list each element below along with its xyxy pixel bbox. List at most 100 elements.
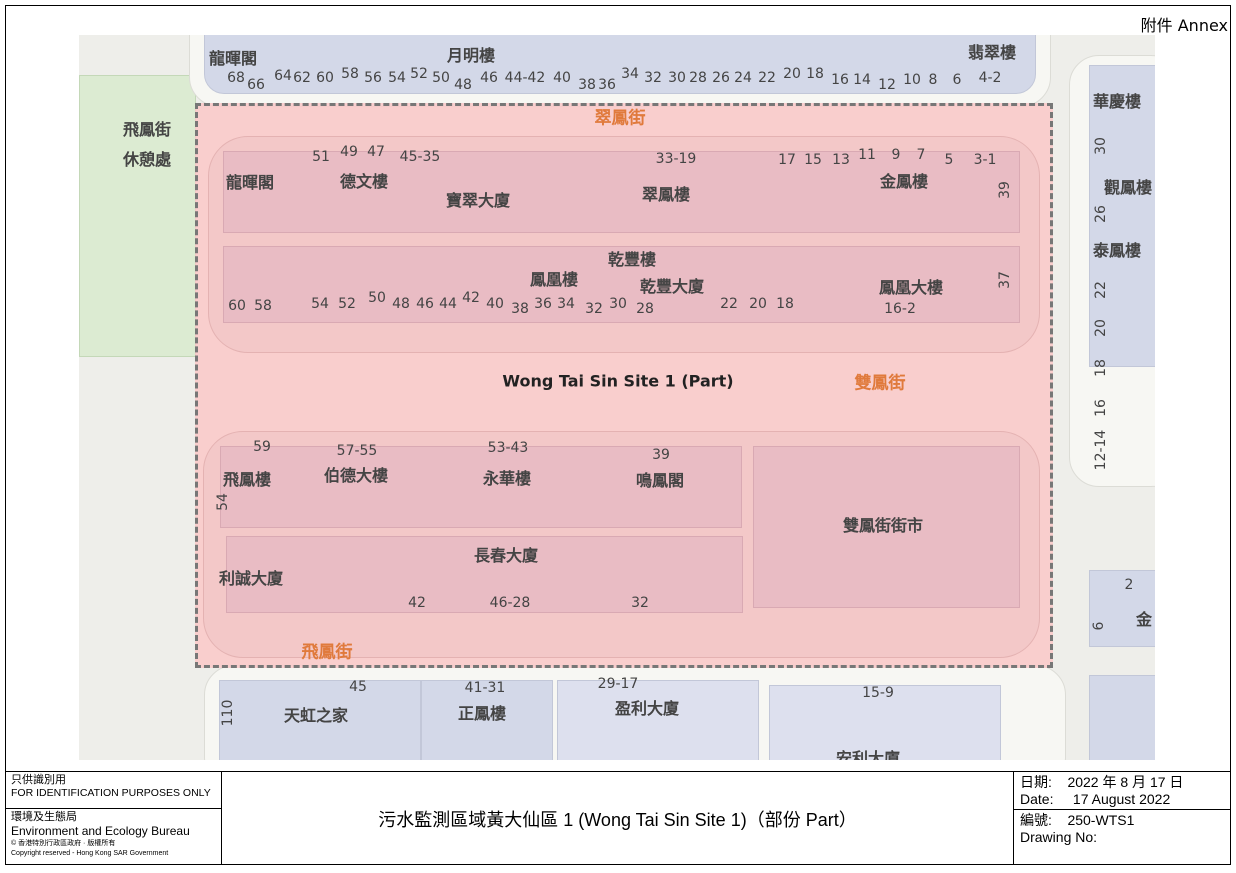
address-number-label: 54 [311,296,329,312]
address-number-label: 42 [408,595,426,611]
address-number-label: 44 [439,296,457,312]
address-number-label: 20 [749,296,767,312]
top-row-buildings [204,35,1036,94]
address-number-label: 41-31 [464,680,506,696]
address-number-label: 39 [652,447,670,463]
address-number-label: 32 [644,70,662,86]
address-number-label: 30 [1093,137,1109,155]
address-number-label: 46 [480,70,498,86]
drawing-no: 250-WTS1 [1067,812,1135,828]
street-label: 飛鳳街 [301,642,353,663]
copyright-en: Copyright reserved - Hong Kong SAR Gover… [11,850,169,857]
address-number-label: 64 [274,68,292,84]
address-number-label: 56 [364,70,382,86]
address-number-label: 52 [410,66,428,82]
address-number-label: 4-2 [978,70,1002,86]
address-number-label: 34 [621,66,639,82]
building-name-label: 翠鳳樓 [641,185,691,204]
building-name-label: 伯德大樓 [323,466,389,485]
building-name-label: 金鳳樓 [879,172,929,191]
address-number-label: 18 [776,296,794,312]
address-number-label: 6 [1091,621,1107,631]
address-number-label: 50 [368,290,386,306]
id-en: FOR IDENTIFICATION PURPOSES ONLY [11,787,211,799]
address-number-label: 58 [341,66,359,82]
address-number-label: 3-1 [973,152,997,168]
address-number-label: 16 [1093,399,1109,417]
address-number-label: 15 [804,152,822,168]
building-name-label: 德文樓 [339,172,389,191]
building-name-label: 長春大廈 [473,546,539,565]
address-number-label: 12-14 [1093,429,1109,471]
address-number-label: 8 [928,72,938,88]
market-building [753,446,1020,608]
address-number-label: 50 [432,70,450,86]
address-number-label: 51 [312,149,330,165]
bottom-buildings [421,680,553,760]
date-cell: 日期: 2022 年 8 月 17 日 Date: 17 August 2022 [1014,772,1230,810]
title-block: 只供識別用 FOR IDENTIFICATION PURPOSES ONLY 環… [5,771,1230,865]
address-number-label: 54 [388,70,406,86]
address-number-label: 53-43 [487,440,529,456]
address-number-label: 16-2 [884,301,916,317]
address-number-label: 30 [668,70,686,86]
address-number-label: 60 [316,70,334,86]
address-number-label: 39 [997,181,1013,199]
street-label: 翠鳳街 [594,108,646,129]
address-number-label: 30 [609,296,627,312]
address-number-label: 32 [585,301,603,317]
park-area [79,75,196,357]
address-number-label: 9 [891,147,901,163]
building-name-label: 盈利大廈 [614,699,680,718]
address-number-label: 44-42 [504,70,546,86]
bureau-en: Environment and Ecology Bureau [11,824,190,838]
address-number-label: 22 [758,70,776,86]
bureau-cell: 環境及生態局 Environment and Ecology Bureau © … [5,809,222,865]
address-number-label: 11 [858,147,876,163]
building-name-label: 利誠大廈 [218,569,284,588]
address-number-label: 45-35 [399,149,441,165]
copyright-cn: © 香港特別行政區政府 · 版權所有 [11,840,116,847]
date-cn: 2022 年 8 月 17 日 [1067,774,1184,790]
building-name-label: 金 [1135,610,1153,629]
identification-cell: 只供識別用 FOR IDENTIFICATION PURPOSES ONLY [5,772,222,809]
building-name-label: 寶翠大廈 [445,191,511,210]
right-buildings [1089,570,1155,647]
right-buildings [1089,65,1155,367]
address-number-label: 48 [392,296,410,312]
building-name-label: 天虹之家 [283,706,349,725]
address-number-label: 12 [878,77,896,93]
address-number-label: 26 [1093,205,1109,223]
annex-label: 附件 Annex [1140,16,1228,35]
address-number-label: 32 [631,595,649,611]
date-label-cn: 日期: [1020,774,1052,790]
title-cell: 污水監測區域黃大仙區 1 (Wong Tai Sin Site 1)（部份 Pa… [222,772,1014,865]
drawing-label-en: Drawing No: [1020,829,1098,845]
address-number-label: 40 [553,70,571,86]
building-name-label: 安利大廈 [835,749,901,760]
address-number-label: 28 [689,70,707,86]
building-block [223,151,1020,233]
address-number-label: 38 [511,301,529,317]
street-label: 雙鳳街 [854,373,906,394]
address-number-label: 29-17 [597,676,639,692]
building-block [226,536,743,613]
address-number-label: 40 [486,296,504,312]
address-number-label: 62 [293,70,311,86]
bottom-buildings [219,680,421,760]
address-number-label: 26 [712,70,730,86]
building-name-label: 飛鳳樓 [222,470,272,489]
address-number-label: 38 [578,77,596,93]
building-name-label: 飛鳳街 [122,120,172,139]
address-number-label: 34 [557,296,575,312]
building-name-label: 泰鳳樓 [1092,241,1142,260]
address-number-label: 14 [853,72,871,88]
date-label-en: Date: [1020,791,1054,807]
address-number-label: 52 [338,296,356,312]
building-name-label: 雙鳳街街市 [842,516,924,535]
building-name-label: 華慶樓 [1092,92,1142,111]
address-number-label: 46 [416,296,434,312]
address-number-label: 18 [1093,359,1109,377]
address-number-label: 22 [720,296,738,312]
